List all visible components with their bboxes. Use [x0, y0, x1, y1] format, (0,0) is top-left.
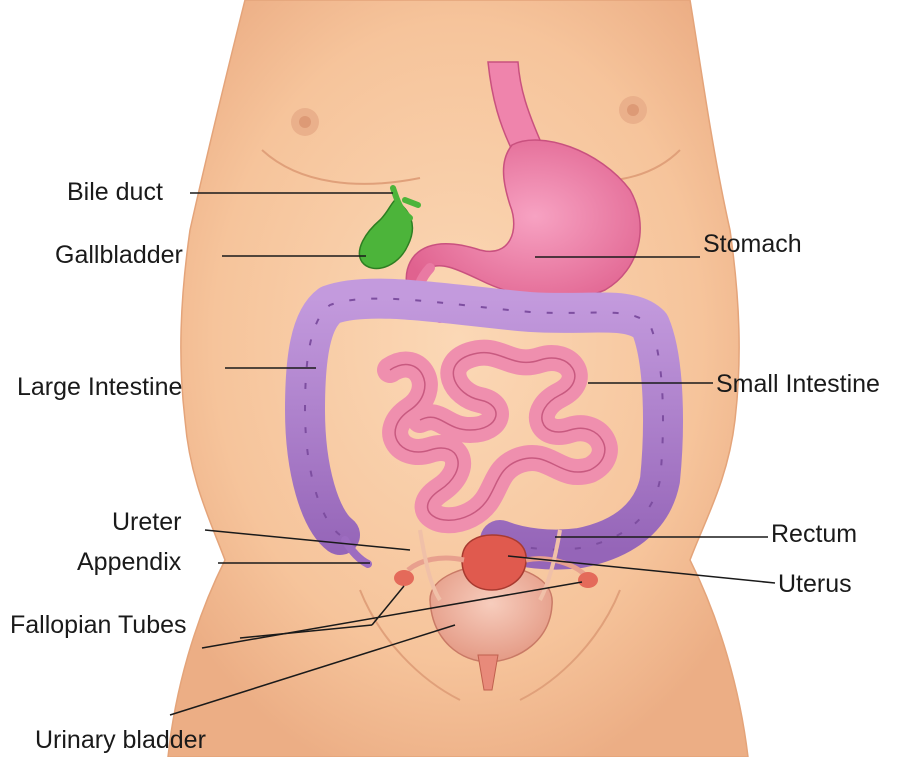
label-ureter: Ureter [112, 510, 181, 535]
label-urinary-bladder: Urinary bladder [35, 728, 206, 753]
label-stomach: Stomach [703, 232, 802, 257]
label-appendix: Appendix [77, 550, 181, 575]
uterus [462, 535, 526, 590]
label-bile-duct: Bile duct [67, 180, 163, 205]
label-small-intestine: Small Intestine [716, 372, 880, 397]
label-fallopian-tubes: Fallopian Tubes [10, 613, 187, 638]
ovary-right [578, 572, 598, 588]
nipple-left [291, 108, 319, 136]
nipple-right [619, 96, 647, 124]
label-uterus: Uterus [778, 572, 852, 597]
label-large-intestine: Large Intestine [17, 375, 182, 400]
label-gallbladder: Gallbladder [55, 243, 183, 268]
label-rectum: Rectum [771, 522, 857, 547]
ovary-left [394, 570, 414, 586]
